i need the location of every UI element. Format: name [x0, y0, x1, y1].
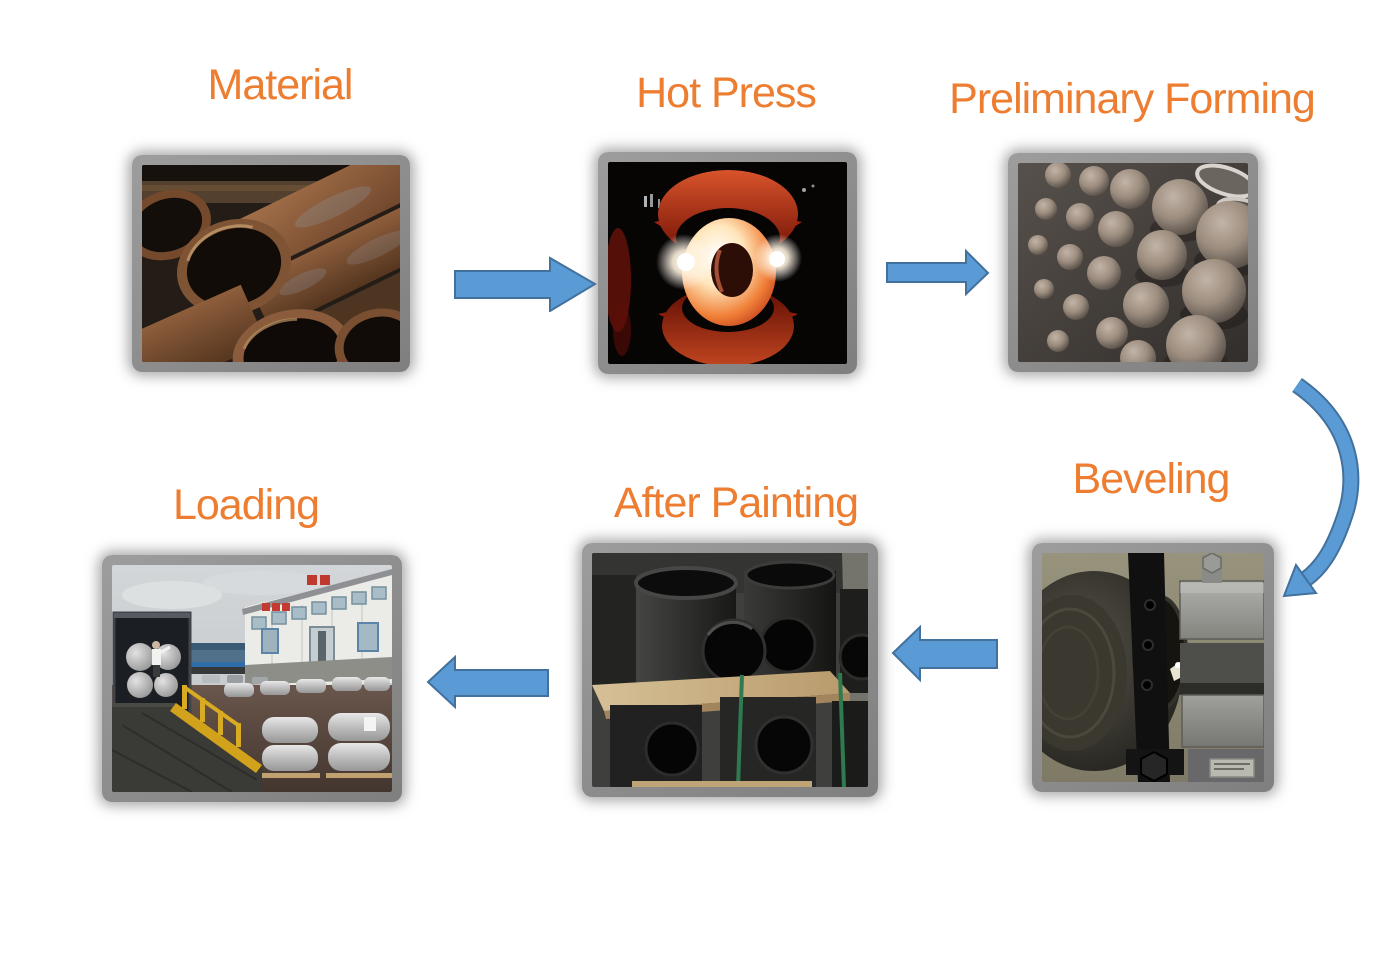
arrow-right-icon: [454, 256, 597, 312]
step-label-preliminary-forming: Preliminary Forming: [949, 75, 1316, 123]
after-painting-photo: [592, 553, 868, 787]
hot-press-photo-frame: [598, 152, 857, 374]
arrow-right-icon: [886, 249, 990, 297]
hot-press-photo: [608, 162, 847, 364]
beveling-photo: [1042, 553, 1264, 782]
step-label-material: Material: [207, 61, 354, 109]
material-photo: [142, 165, 400, 362]
curved-arrow-down-left-icon: [1282, 378, 1360, 598]
material-photo-frame: [132, 155, 410, 372]
step-label-hot-press: Hot Press: [636, 69, 817, 117]
beveling-photo-frame: [1032, 543, 1274, 792]
preliminary-forming-photo-frame: [1008, 153, 1258, 372]
arrow-left-icon: [891, 625, 998, 683]
preliminary-forming-photo: [1018, 163, 1248, 362]
step-label-after-painting: After Painting: [613, 479, 859, 527]
loading-photo: [112, 565, 392, 792]
building-signage: [262, 575, 330, 611]
step-label-beveling: Beveling: [1072, 455, 1231, 503]
step-label-loading: Loading: [172, 481, 320, 529]
arrow-left-icon: [426, 655, 549, 710]
loading-photo-frame: [102, 555, 402, 802]
after-painting-photo-frame: [582, 543, 878, 797]
